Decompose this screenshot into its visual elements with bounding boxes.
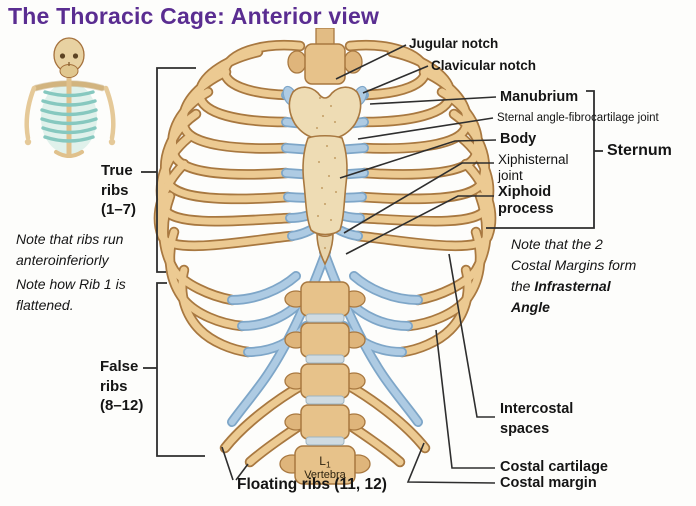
mini-skeleton-inset bbox=[24, 37, 116, 158]
label-costal-cartilage: Costal cartilage bbox=[500, 459, 608, 475]
mini-ribcage bbox=[40, 90, 98, 143]
l1-vertebra-label: L1 bbox=[319, 454, 331, 470]
label-sternum-body: Body bbox=[500, 131, 537, 147]
label-floating-ribs: Floating ribs (11, 12) bbox=[237, 476, 387, 493]
note-infrasternal-angle: Note that the 2 Costal Margins form the … bbox=[511, 236, 637, 315]
sternum-shape bbox=[288, 86, 362, 266]
label-sternum: Sternum bbox=[607, 142, 672, 159]
label-sternal-angle: Sternal angle-fibrocartilage joint bbox=[497, 112, 659, 124]
note-ribs-run: Note that ribs run anteroinferiorly bbox=[16, 231, 124, 268]
sternum-body-shape bbox=[302, 134, 348, 236]
vertebral-column: L1 Vertebra bbox=[279, 281, 371, 485]
label-xiphisternal-joint: Xiphisternal joint bbox=[498, 152, 569, 183]
t1-vertebra bbox=[287, 28, 363, 85]
label-xiphoid-process: Xiphoid process bbox=[498, 184, 554, 217]
label-costal-margin: Costal margin bbox=[500, 475, 597, 491]
label-clavicular-notch: Clavicular notch bbox=[431, 58, 537, 73]
manubrium-shape bbox=[288, 86, 362, 141]
label-intercostal-spaces: Intercostal spaces bbox=[500, 401, 574, 437]
page-title: The Thoracic Cage: Anterior view bbox=[8, 3, 380, 29]
mini-skeleton bbox=[24, 37, 116, 158]
note-rib1-flattened: Note how Rib 1 is flattened. bbox=[16, 276, 126, 313]
label-false-ribs: False ribs (8–12) bbox=[100, 358, 144, 414]
sternum-stipple bbox=[316, 97, 337, 249]
thoracic-cage-figure: L1 Vertebra bbox=[140, 28, 510, 485]
l1-vertebra-word: Vertebra bbox=[304, 469, 346, 481]
label-jugular-notch: Jugular notch bbox=[409, 36, 499, 51]
label-manubrium: Manubrium bbox=[500, 89, 579, 105]
l1-vertebra-body bbox=[294, 445, 356, 485]
label-true-ribs: True ribs (1–7) bbox=[101, 162, 137, 218]
